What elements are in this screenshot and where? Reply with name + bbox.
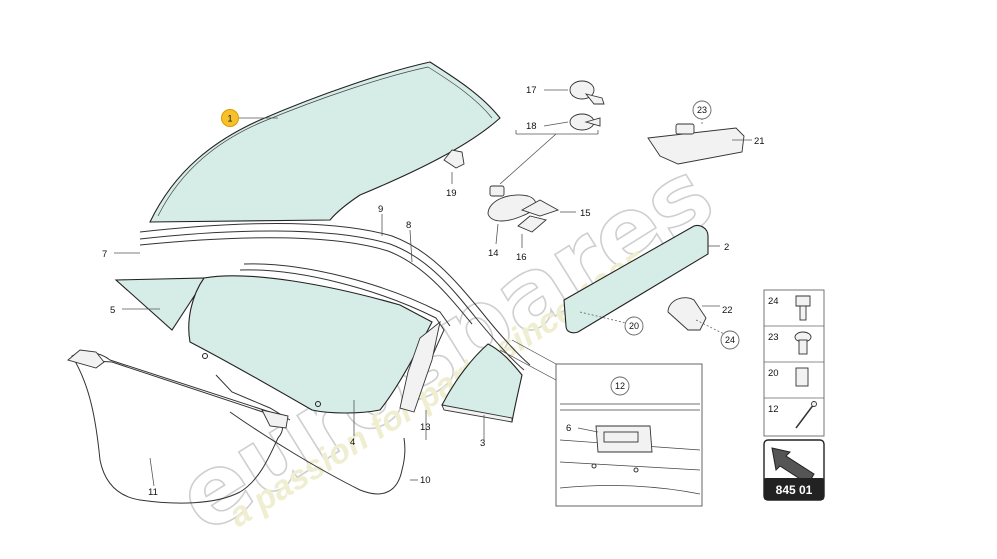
mirror-clip-part-16[interactable] (517, 215, 547, 233)
svg-text:24: 24 (725, 335, 735, 345)
screw-icon (794, 331, 812, 355)
retaining-clip-part-22[interactable] (667, 297, 707, 331)
callout-24[interactable]: 24 (720, 330, 740, 350)
callout-17[interactable]: 17 (526, 85, 537, 96)
mirror-base-part-18[interactable] (569, 113, 601, 131)
callout-3[interactable]: 3 (480, 438, 485, 449)
callout-2[interactable]: 2 (724, 242, 729, 253)
fastener-legend: 24 23 20 12 (763, 289, 825, 437)
mirror-cover-part-15[interactable] (520, 199, 560, 217)
callout-11[interactable]: 11 (148, 487, 158, 498)
mirror-mount-part-17[interactable] (569, 80, 605, 105)
pillar-seal-part-13[interactable] (399, 320, 441, 413)
callout-6[interactable]: 6 (566, 423, 571, 434)
callout-1[interactable]: 1 (221, 109, 239, 127)
legend-row-12[interactable]: 12 (768, 401, 817, 429)
door-glass-part-4[interactable] (188, 275, 433, 414)
sill-seal-part-10[interactable] (229, 411, 406, 495)
bolt-icon (795, 295, 811, 321)
callout-8[interactable]: 8 (406, 220, 411, 231)
svg-text:1: 1 (227, 114, 232, 124)
page-ref: 845 01 (776, 483, 813, 497)
callout-9[interactable]: 9 (378, 204, 383, 215)
svg-text:23: 23 (697, 105, 707, 115)
pin-icon (795, 401, 817, 429)
callout-22[interactable]: 22 (722, 305, 733, 316)
quarter-glass-part-5[interactable] (114, 277, 208, 331)
windscreen-part-1[interactable] (149, 61, 501, 223)
callout-4[interactable]: 4 (350, 437, 355, 448)
roof-trim-strips[interactable] (139, 223, 531, 371)
rear-glass-part-2[interactable] (563, 224, 709, 334)
svg-text:24: 24 (768, 296, 779, 307)
callout-20[interactable]: 20 (624, 316, 644, 336)
legend-row-20[interactable]: 20 (768, 367, 809, 387)
clip-block-icon (795, 367, 809, 387)
rear-side-glass-part-3[interactable] (441, 343, 523, 423)
callout-14[interactable]: 14 (488, 248, 499, 259)
callout-16[interactable]: 16 (516, 252, 527, 263)
legend-row-23[interactable]: 23 (768, 331, 812, 355)
callout-15[interactable]: 15 (580, 208, 591, 219)
bracket-part-19[interactable] (443, 149, 465, 169)
callout-7[interactable]: 7 (102, 249, 107, 260)
rear-view-mirror-part-14[interactable] (487, 185, 537, 222)
leader-lines (114, 89, 752, 487)
callout-18[interactable]: 18 (526, 121, 537, 132)
door-seal-part-11[interactable] (67, 349, 289, 504)
callout-10[interactable]: 10 (420, 475, 431, 486)
svg-text:20: 20 (629, 321, 639, 331)
callout-12-detail[interactable]: 12 (610, 376, 630, 396)
callout-13[interactable]: 13 (420, 422, 431, 433)
svg-text:12: 12 (768, 404, 779, 415)
callout-23[interactable]: 23 (692, 100, 712, 120)
legend-row-24[interactable]: 24 (768, 295, 811, 321)
third-brake-light-part-21[interactable] (647, 123, 745, 165)
svg-text:12: 12 (615, 381, 625, 391)
svg-text:23: 23 (768, 332, 779, 343)
callout-19[interactable]: 19 (446, 188, 457, 199)
page-reference-box: 845 01 (763, 439, 825, 501)
callout-5[interactable]: 5 (110, 305, 115, 316)
callout-21[interactable]: 21 (754, 136, 765, 147)
svg-text:20: 20 (768, 368, 779, 379)
